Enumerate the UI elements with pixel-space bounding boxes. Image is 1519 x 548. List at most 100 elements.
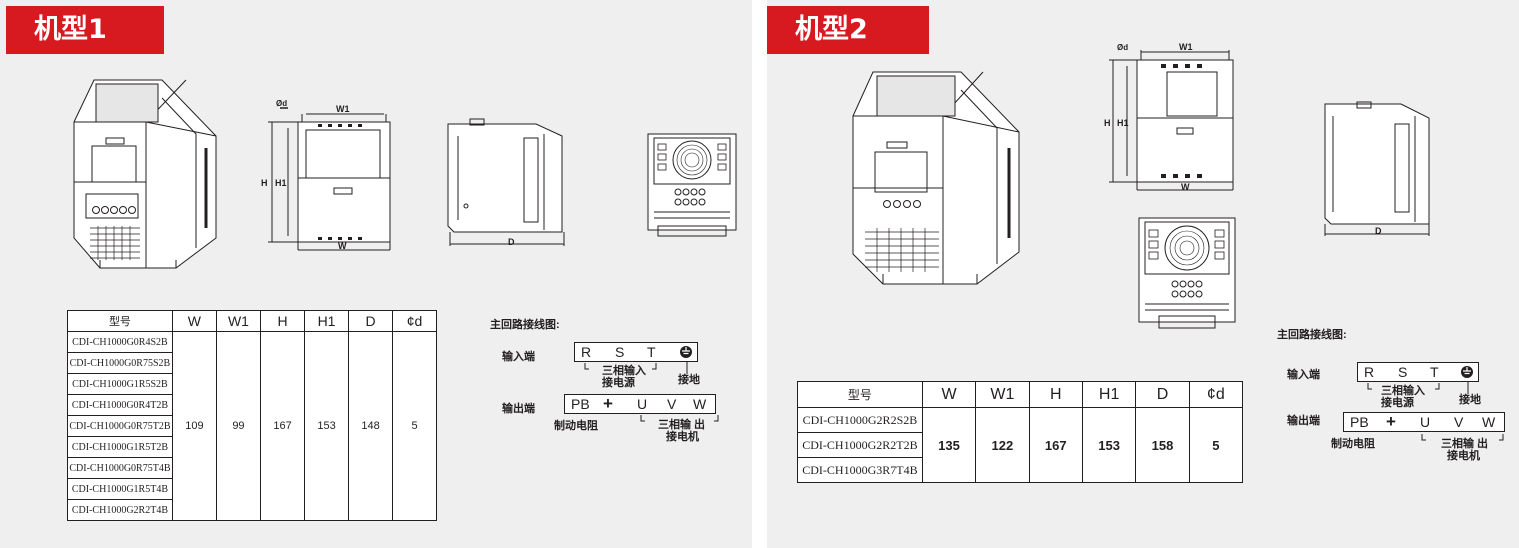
header-w: W bbox=[921, 381, 977, 408]
table-row-model: CDI-CH1000G3R7T4B bbox=[797, 457, 923, 483]
w-label: W bbox=[1181, 182, 1190, 192]
header-d: D bbox=[348, 310, 394, 332]
w1-label: W1 bbox=[336, 104, 350, 114]
model-2-side-view: D bbox=[1321, 100, 1433, 240]
terminal-t: T bbox=[647, 344, 656, 360]
ground-icon bbox=[680, 346, 692, 358]
model-1-spec-table: 型号 W W1 H H1 D ¢d CDI-CH1000G0R4S2B 109 … bbox=[67, 310, 437, 521]
table-row-model: CDI-CH1000G1R5S2B bbox=[67, 373, 173, 395]
output-label: 输出端 bbox=[1287, 415, 1320, 427]
terminal-plus: + bbox=[1386, 412, 1396, 431]
input-terminal-block: R S T bbox=[1357, 362, 1479, 382]
h1-label: H1 bbox=[1117, 118, 1129, 128]
input-label: 输入端 bbox=[502, 351, 535, 363]
table-row-model: CDI-CH1000G2R2T2B bbox=[797, 432, 923, 458]
output-note-line2: 接电机 bbox=[666, 431, 699, 443]
header-h1: H1 bbox=[304, 310, 350, 332]
d-label: D bbox=[1375, 226, 1382, 236]
input-note-line2: 接电源 bbox=[1381, 397, 1414, 409]
output-terminal-block: PB + U V W bbox=[1343, 412, 1505, 432]
input-terminal-block: R S T bbox=[574, 342, 698, 362]
table-row-model: CDI-CH1000G0R75T2B bbox=[67, 415, 173, 437]
output-terminal-block: PB + U V W bbox=[564, 394, 716, 414]
terminal-v: V bbox=[667, 396, 677, 412]
input-label: 输入端 bbox=[1287, 369, 1320, 381]
value-w1: 122 bbox=[975, 407, 1030, 483]
model-2-spec-table: 型号 W W1 H H1 D ¢d CDI-CH1000G2R2S2B 135 … bbox=[797, 381, 1244, 483]
header-phi-d: ¢d bbox=[392, 310, 437, 332]
input-note-line1: 三相输入 bbox=[602, 365, 646, 377]
model-1-tag: 机型1 bbox=[6, 6, 164, 54]
brake-resistor-note: 制动电阻 bbox=[554, 420, 598, 432]
w1-label: W1 bbox=[1179, 42, 1193, 52]
value-h1: 153 bbox=[304, 331, 350, 521]
model-1-panel: 机型1 bbox=[0, 0, 752, 548]
table-row-model: CDI-CH1000G2R2T4B bbox=[67, 499, 173, 521]
model-2-front-view: Ød W1 H H1 W bbox=[1103, 42, 1243, 194]
ground-note: 接地 bbox=[678, 374, 700, 386]
table-row-model: CDI-CH1000G2R2S2B bbox=[797, 407, 923, 433]
wiring-title: 主回路接线图: bbox=[1277, 329, 1347, 341]
model-2-tag: 机型2 bbox=[767, 6, 929, 54]
wiring-title: 主回路接线图: bbox=[490, 319, 560, 331]
value-w: 109 bbox=[171, 331, 217, 521]
value-d: 158 bbox=[1135, 407, 1190, 483]
header-w1: W1 bbox=[215, 310, 262, 332]
value-d: 148 bbox=[348, 331, 394, 521]
header-model: 型号 bbox=[797, 381, 923, 408]
terminal-w: W bbox=[693, 396, 707, 412]
value-h: 167 bbox=[1028, 407, 1083, 483]
terminal-pb: PB bbox=[1350, 414, 1369, 430]
input-note-line1: 三相输入 bbox=[1381, 385, 1425, 397]
header-h1: H1 bbox=[1081, 381, 1137, 408]
table-row-model: CDI-CH1000G0R75T4B bbox=[67, 457, 173, 479]
model-2-bottom-view bbox=[1135, 214, 1239, 332]
value-w1: 99 bbox=[215, 331, 262, 521]
value-phi-d: 5 bbox=[1188, 407, 1244, 483]
model-2-panel: 机型2 bbox=[767, 0, 1519, 548]
model-1-side-view: D bbox=[444, 116, 570, 252]
terminal-r: R bbox=[581, 344, 592, 360]
value-phi-d: 5 bbox=[392, 331, 437, 521]
phi-d-label: Ød bbox=[276, 99, 288, 108]
input-note-line2: 接电源 bbox=[602, 377, 635, 389]
terminal-u: U bbox=[637, 396, 648, 412]
output-note-line1: 三相输 出 bbox=[1441, 438, 1489, 450]
terminal-r: R bbox=[1364, 364, 1375, 380]
model-1-wiring-diagram: 主回路接线图: 输入端 R S T 三相输入 接电源 接地 输出端 PB + U… bbox=[490, 316, 730, 446]
output-note-line2: 接电机 bbox=[1447, 450, 1480, 462]
table-row-model: CDI-CH1000G1R5T2B bbox=[67, 436, 173, 458]
h1-label: H1 bbox=[275, 178, 287, 188]
terminal-w: W bbox=[1482, 414, 1496, 430]
header-h: H bbox=[1028, 381, 1083, 408]
table-row-model: CDI-CH1000G0R4S2B bbox=[67, 331, 173, 353]
value-w: 135 bbox=[921, 407, 977, 483]
ground-icon bbox=[1461, 366, 1473, 378]
terminal-t: T bbox=[1430, 364, 1439, 380]
header-h: H bbox=[259, 310, 306, 332]
model-1-front-view: Ød W1 H H1 W bbox=[258, 99, 408, 260]
d-label: D bbox=[508, 237, 515, 247]
brake-resistor-note: 制动电阻 bbox=[1331, 438, 1375, 450]
model-2-isometric-drawing bbox=[847, 68, 1027, 286]
table-row-model: CDI-CH1000G1R5T4B bbox=[67, 478, 173, 500]
header-w1: W1 bbox=[975, 381, 1030, 408]
header-d: D bbox=[1135, 381, 1190, 408]
table-row-model: CDI-CH1000G0R4T2B bbox=[67, 394, 173, 416]
model-1-isometric-drawing bbox=[66, 78, 226, 270]
terminal-plus: + bbox=[603, 394, 613, 413]
w-label: W bbox=[338, 241, 347, 251]
value-h1: 153 bbox=[1081, 407, 1137, 483]
header-w: W bbox=[171, 310, 217, 332]
header-model: 型号 bbox=[67, 310, 173, 332]
model-2-wiring-diagram: 主回路接线图: 输入端 R S T 三相输入 接电源 接地 输出端 PB + U… bbox=[1275, 326, 1515, 466]
terminal-s: S bbox=[615, 344, 625, 360]
terminal-pb: PB bbox=[571, 396, 590, 412]
h-label: H bbox=[261, 178, 268, 188]
h-label: H bbox=[1104, 118, 1111, 128]
table-row-model: CDI-CH1000G0R75S2B bbox=[67, 352, 173, 374]
value-h: 167 bbox=[259, 331, 306, 521]
header-phi-d: ¢d bbox=[1188, 381, 1244, 408]
model-1-bottom-view bbox=[644, 130, 740, 240]
output-label: 输出端 bbox=[502, 403, 535, 415]
